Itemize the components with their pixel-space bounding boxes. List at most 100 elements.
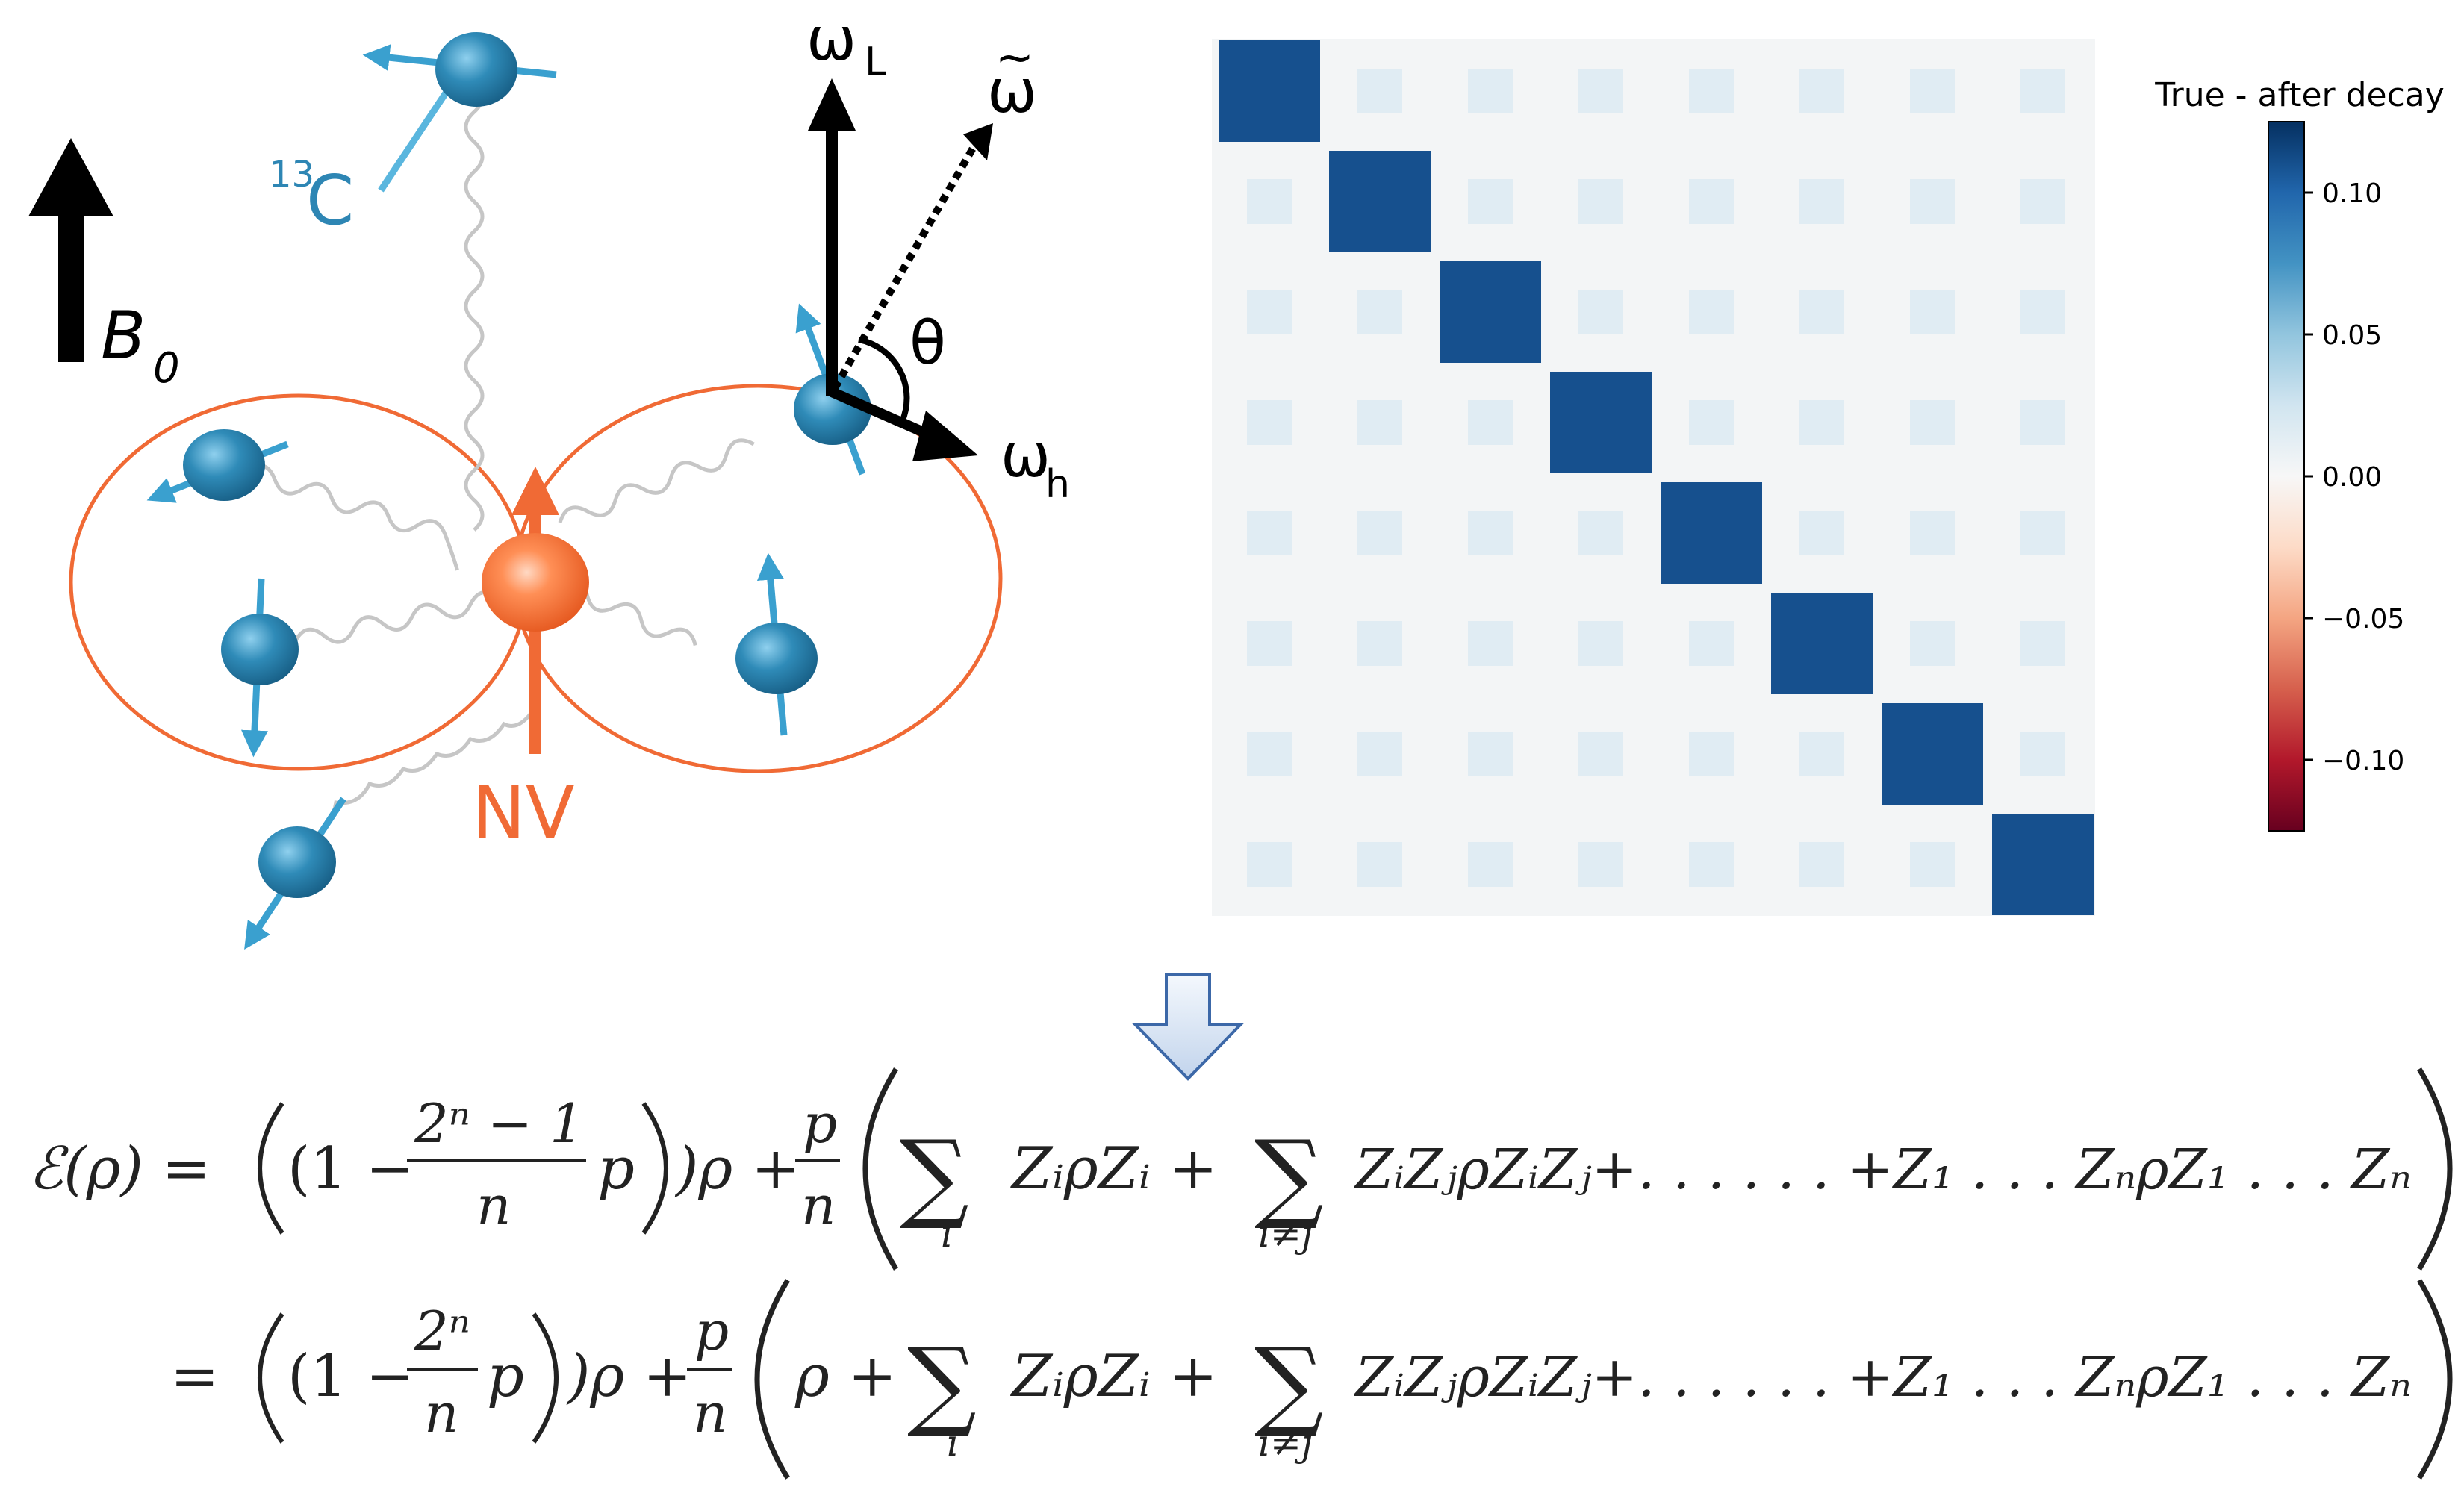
line2-term1: ZᵢρZᵢ +: [1009, 1343, 1218, 1410]
line2-sum1: ∑: [907, 1327, 977, 1440]
carbon-isotope-superscript: 13: [269, 154, 314, 196]
heatmap-cell: [1357, 732, 1402, 776]
omega-h-label: ω: [1001, 421, 1051, 490]
heatmap-cell: [1689, 69, 1734, 113]
line2-sum2: ∑: [1254, 1327, 1324, 1440]
magnetic-field-arrow: [28, 138, 113, 362]
line1-frac-num: 2ⁿ − 1: [414, 1092, 584, 1155]
paren-big-close-2: [2417, 1279, 2453, 1480]
rotating-frame-axes: [808, 78, 993, 461]
line1-sum2-sub: i≠j: [1258, 1212, 1313, 1256]
heatmap-cell: [1468, 621, 1513, 666]
heatmap-cell: [1910, 621, 1955, 666]
heatmap-cell: [1689, 290, 1734, 334]
nuclear-spin-left: [221, 578, 299, 758]
heatmap-cell: [1799, 69, 1844, 113]
heatmap-cell: [1468, 511, 1513, 555]
line2-after-frac: p: [487, 1343, 524, 1410]
spring-to-left-spin: [293, 590, 501, 644]
heatmap-cell: [1910, 290, 1955, 334]
line1-p-num: p: [803, 1092, 837, 1155]
carbon-label: C: [306, 160, 354, 240]
heatmap-cell-diagonal: [1661, 482, 1762, 584]
heatmap-cell: [1247, 400, 1292, 445]
heatmap-cell: [1689, 179, 1734, 224]
heatmap-cell-diagonal: [1882, 703, 1983, 805]
heatmap-cell: [1578, 842, 1623, 887]
heatmap-cell: [1468, 179, 1513, 224]
colorbar-tick-label: −0.10: [2322, 746, 2404, 776]
line2-p-num: p: [694, 1300, 729, 1362]
left-orbit-ellipse: [69, 393, 529, 771]
spring-to-upper-left-spin: [245, 464, 459, 571]
heatmap-cell: [1247, 621, 1292, 666]
colorbar-tick-label: −0.05: [2322, 604, 2404, 635]
nv-spin-diagram: B 0 13 C: [28, 4, 1070, 950]
colorbar-tick-label: 0.00: [2322, 462, 2382, 493]
line1-term1: ZᵢρZᵢ +: [1009, 1135, 1218, 1203]
heatmap-cell: [1357, 621, 1402, 666]
paren-open-1: [258, 1102, 284, 1235]
heatmap-cell: [1578, 69, 1623, 113]
line1-sum2: ∑: [1254, 1119, 1324, 1232]
heatmap-cell: [1799, 290, 1844, 334]
heatmap-cell: [1468, 69, 1513, 113]
paren-open-2: [258, 1312, 284, 1444]
equation-line-2: = (1 − 2ⁿ n p )ρ + p n ρ + ∑ i ZᵢρZᵢ + ∑…: [170, 1279, 2453, 1480]
line1-after-frac: p: [597, 1135, 635, 1203]
heatmap-cell: [1357, 290, 1402, 334]
paren-big-open-1: [862, 1067, 898, 1271]
omega-tilde-glyph: ~: [995, 30, 1034, 84]
heatmap-cell: [1357, 400, 1402, 445]
nuclear-spin-top: [362, 32, 557, 107]
heatmap-cell: [1357, 842, 1402, 887]
line2-frac-num: 2ⁿ: [414, 1300, 470, 1362]
line2-term2: ZᵢZⱼρZᵢZⱼ+. . . . . . +Z₁ . . . ZₙρZ₁ . …: [1354, 1345, 2412, 1409]
density-matrix-heatmap: [1212, 39, 2095, 916]
nuclear-spin-upper-left: [146, 429, 289, 503]
heatmap-cell-diagonal: [1992, 814, 2094, 915]
line2-frac-den: n: [424, 1382, 458, 1444]
heatmap-cell: [1578, 732, 1623, 776]
heatmap-cell: [1578, 621, 1623, 666]
heatmap-cell: [2020, 621, 2065, 666]
field-label-subscript: 0: [153, 344, 180, 393]
heatmap-cell: [1910, 69, 1955, 113]
heatmap-cell-diagonal: [1219, 40, 1320, 142]
line2-close: )ρ +: [566, 1343, 691, 1410]
heatmap-cell: [1578, 511, 1623, 555]
spring-to-upper-right-spin: [558, 438, 755, 523]
heatmap-cell: [2020, 69, 2065, 113]
nuclear-spin-right: [735, 552, 818, 736]
heatmap-cell: [2020, 732, 2065, 776]
colorbar-tick-label: 0.05: [2322, 320, 2382, 351]
heatmap-cell: [1357, 69, 1402, 113]
heatmap-cell: [1799, 511, 1844, 555]
heatmap-cell: [1689, 400, 1734, 445]
heatmap-cell-diagonal: [1329, 151, 1431, 252]
colorbar-tick-label: 0.10: [2322, 178, 2382, 209]
omega-tilde-axis: [831, 143, 978, 390]
line2-sum2-sub: i≠j: [1258, 1421, 1313, 1465]
heatmap-cell: [1799, 732, 1844, 776]
heatmap-cell: [2020, 511, 2065, 555]
line2-open: (1 −: [287, 1343, 414, 1410]
colorbar-ticks: 0.10 0.05 0.00 −0.05 −0.10: [2304, 178, 2404, 776]
heatmap-cells: [1219, 40, 2094, 915]
heatmap-cell: [1910, 400, 1955, 445]
heatmap-cell: [1468, 842, 1513, 887]
omega-L-subscript: L: [865, 40, 886, 84]
down-arrow: [1131, 973, 1245, 1081]
heatmap-cell: [1247, 842, 1292, 887]
heatmap-cell-diagonal: [1440, 261, 1541, 363]
heatmap-cell: [2020, 290, 2065, 334]
line1-frac-den: n: [476, 1174, 511, 1237]
line2-p-den: n: [693, 1382, 727, 1444]
heatmap-cell: [1689, 732, 1734, 776]
paren-close-2: [532, 1312, 559, 1444]
heatmap-cell-diagonal: [1771, 593, 1873, 694]
line1-sum1-sub: i: [941, 1212, 953, 1256]
theta-label: θ: [909, 308, 946, 378]
omega-L-axis: [826, 127, 838, 396]
